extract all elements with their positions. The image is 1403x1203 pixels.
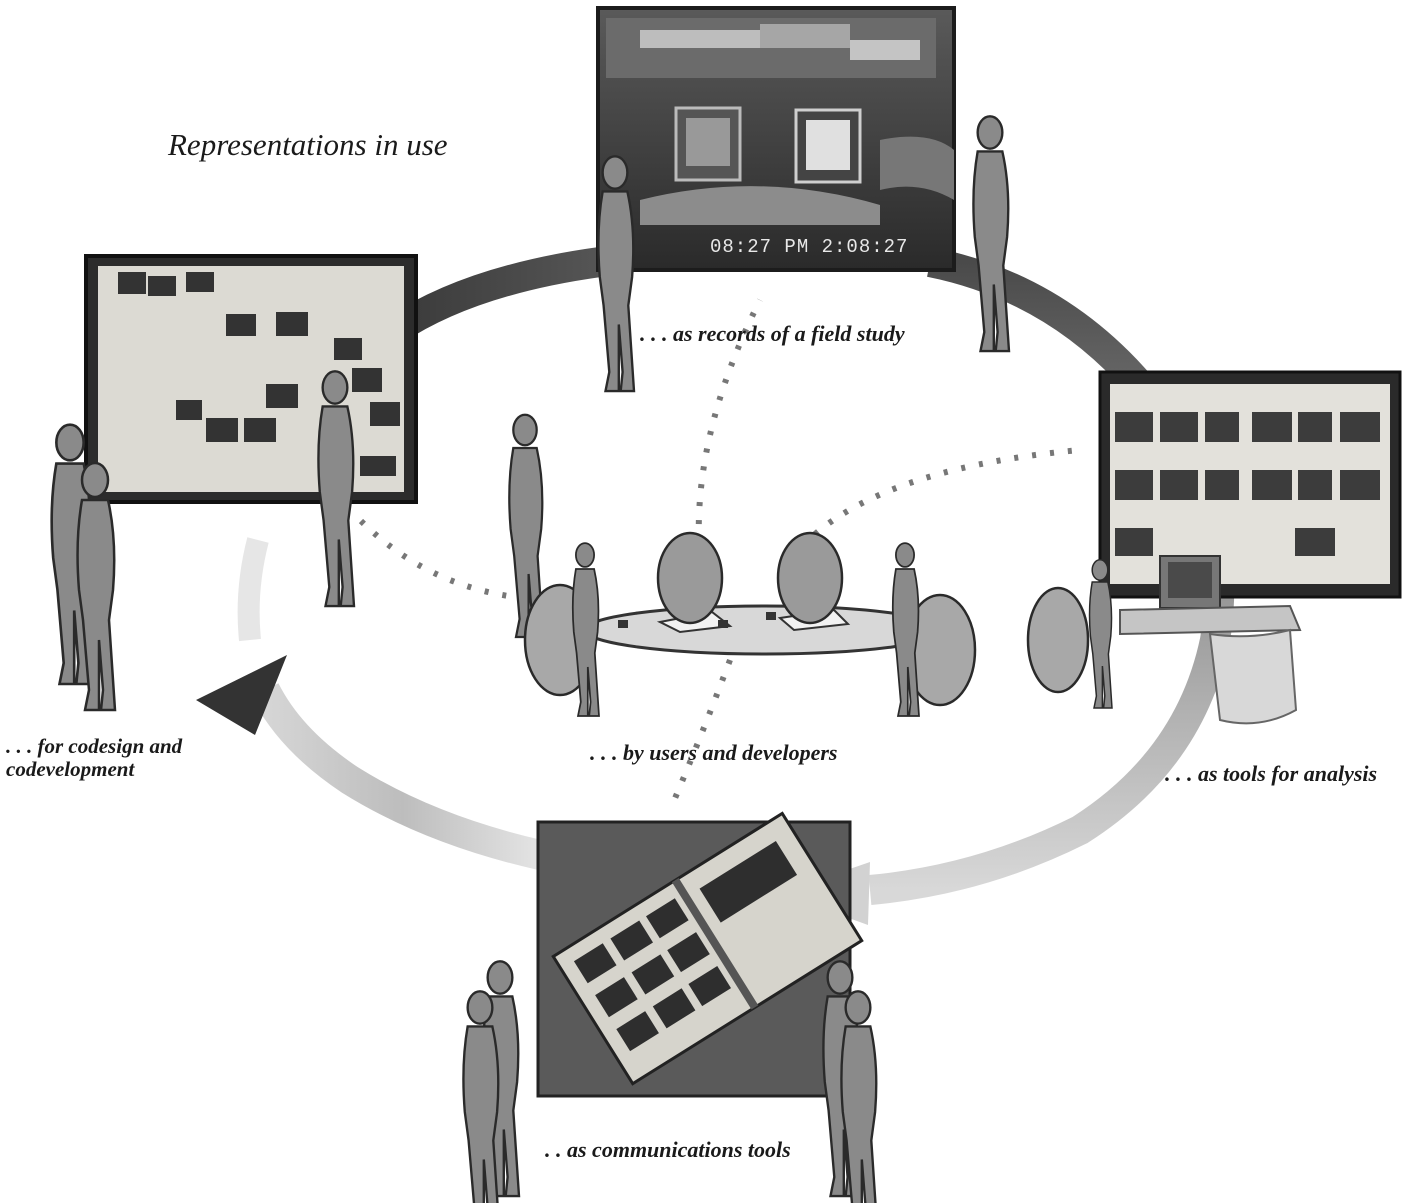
field-study-photo [596,6,956,272]
caption-codesign-line2: codevelopment [6,757,135,782]
caption-codesign-line1: . . . for codesign and [6,734,183,758]
diagram-title: Representations in use [168,127,448,162]
analysis-screen [1098,370,1402,725]
caption-users-developers: . . . by users and developers [590,740,838,765]
dotted-connectors [357,298,1081,812]
meeting-table [583,604,947,656]
caption-communications: . . as communications tools [545,1137,791,1162]
video-timestamp: 08:27 PM 2:08:27 [710,236,909,258]
storyboard-wall [84,254,418,504]
caption-codesign: . . . for codesign and codevelopment [6,734,183,782]
caption-field-study: . . . as records of a field study [640,321,905,346]
communications-board [536,811,864,1098]
caption-analysis: . . . as tools for analysis [1165,761,1378,786]
stick-figures [50,115,1113,1203]
